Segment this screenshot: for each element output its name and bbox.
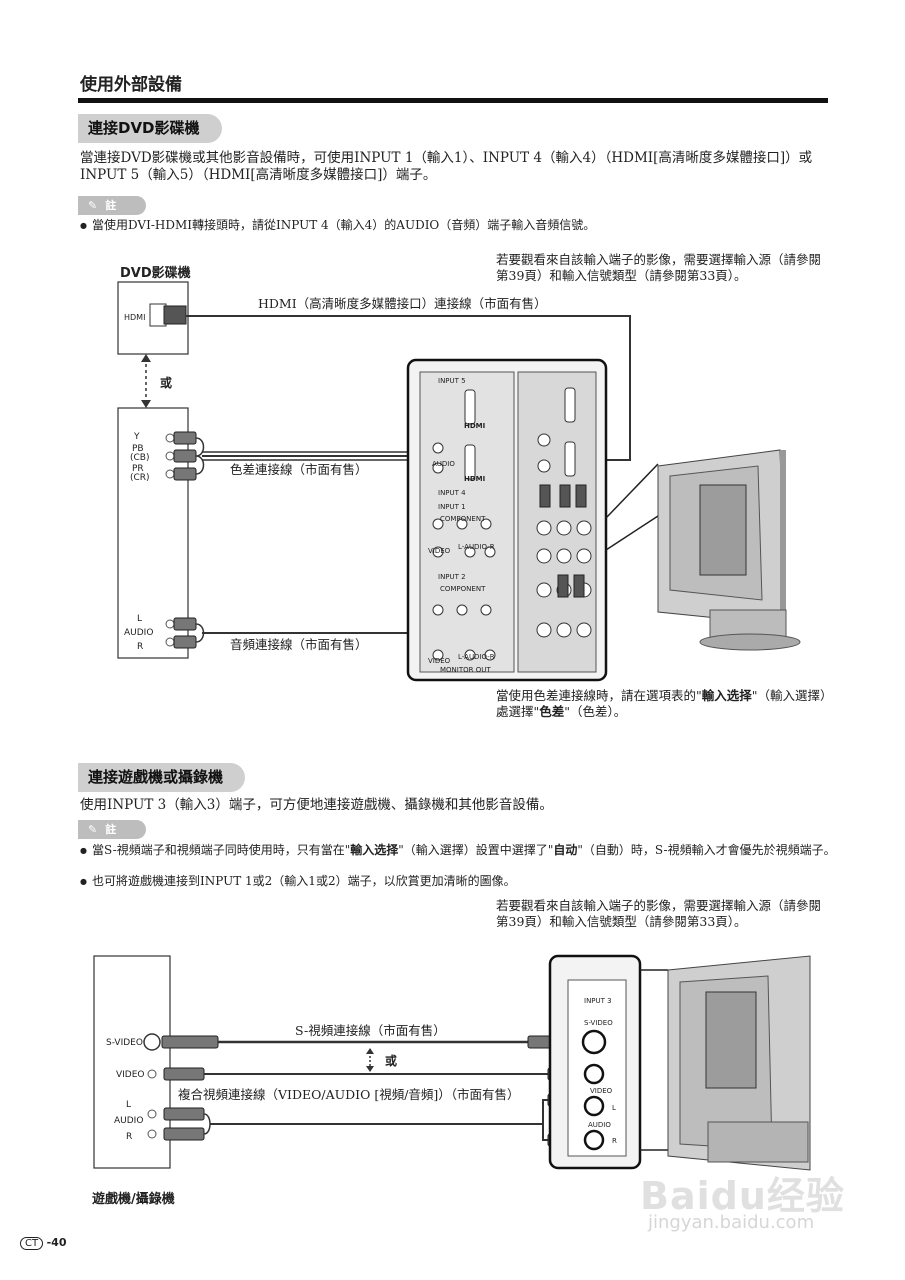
game-connection-diagram — [93, 954, 811, 1171]
section1-note-badge: ✎註 — [78, 196, 146, 215]
game-device-label: 遊戲機/攝錄機 — [92, 1192, 175, 1207]
dvd-device-label: DVD影碟機 — [120, 266, 191, 281]
page-header: 使用外部設備 — [80, 75, 182, 95]
header-rule — [78, 98, 828, 103]
paperclip-icon: ✎ — [88, 823, 98, 836]
section2-note-2: 也可將遊戲機連接到INPUT 1或2（輸入1或2）端子，以欣賞更加清晰的圖像。 — [80, 874, 837, 889]
panel-input2: INPUT 2 — [438, 573, 466, 581]
comp-label-pr: PR — [132, 464, 144, 474]
panel-l: L — [612, 1104, 616, 1112]
panel-component-1: COMPONENT — [440, 515, 486, 523]
dvd-or-label: 或 — [160, 376, 173, 390]
dvd-audio-r: R — [137, 642, 144, 652]
panel-audio: AUDIO — [432, 460, 455, 468]
section1-title: 連接DVD影碟機 — [78, 114, 222, 143]
tv-back-illustration — [657, 449, 801, 651]
panel-laudior-1: L-AUDIO-R — [458, 543, 495, 551]
tv-back-illustration-2 — [667, 955, 811, 1171]
game-svideo-port: S-VIDEO — [106, 1038, 143, 1048]
hdmi-cable — [186, 315, 631, 461]
audio-cable-2 — [210, 1099, 550, 1125]
svideo-cable-label: S-視頻連接線（市面有售） — [295, 1023, 446, 1038]
panel-laudior-2: L-AUDIO-R — [458, 653, 495, 661]
section2-note-1: 當S-視頻端子和視頻端子同時使用時，只有當在"輸入选择"（輸入選擇）設置中選擇了… — [80, 843, 837, 858]
panel-video-2: VIDEO — [428, 657, 451, 665]
paperclip-icon: ✎ — [88, 199, 98, 212]
panel-input1: INPUT 1 — [438, 503, 466, 511]
hdmi-plug-left — [163, 305, 187, 325]
watermark-url: jingyan.baidu.com — [648, 1212, 815, 1233]
section2-side-note: 若要觀看來自該輸入端子的影像，需要選擇輸入源（請參閱第39頁）和輸入信號類型（請… — [496, 898, 822, 929]
panel-input3: INPUT 3 — [584, 997, 612, 1005]
comp-label-cb: (CB) — [130, 453, 150, 463]
section2-note-badge: ✎註 — [78, 820, 146, 839]
game-audio: AUDIO — [114, 1116, 144, 1126]
panel-audio-2: AUDIO — [588, 1121, 611, 1129]
panel-r: R — [612, 1137, 617, 1145]
panel-video: VIDEO — [590, 1087, 613, 1095]
game-or-label: 或 — [385, 1054, 398, 1068]
dvd-hdmi-label: HDMI — [124, 313, 146, 322]
game-video-port: VIDEO — [116, 1070, 145, 1080]
game-device-box — [93, 955, 171, 1169]
game-audio-r: R — [126, 1132, 133, 1142]
comp-label-y: Y — [134, 432, 140, 442]
watermark-brand: Baidu经验 — [640, 1174, 845, 1218]
hdmi-cable-label: HDMI（高清晰度多媒體接口）連接線（市面有售） — [258, 296, 547, 311]
dvd-audio: AUDIO — [124, 628, 154, 638]
component-caption: 當使用色差連接線時，請在選項表的"輸入选择"（輸入選擇）處選擇"色差"（色差）。 — [496, 688, 827, 719]
ct-badge: CT — [20, 1237, 44, 1250]
comp-label-cr: (CR) — [130, 473, 150, 483]
section2-intro: 使用INPUT 3（輸入3）端子，可方便地連接遊戲機、攝錄機和其他影音設備。 — [80, 797, 553, 813]
panel-input4: INPUT 4 — [438, 489, 466, 497]
game-audio-l: L — [126, 1100, 132, 1110]
component-cable-label: 色差連接線（市面有售） — [230, 462, 368, 477]
panel-monitor-out: MONITOR OUT — [440, 666, 491, 674]
section1-side-note: 若要觀看來自該輸入端子的影像，需要選擇輸入源（請參閱第39頁）和輸入信號類型（請… — [496, 252, 822, 283]
page-number: -40 — [46, 1236, 67, 1249]
composite-cable-label: 複合視頻連接線（VIDEO/AUDIO [視頻/音頻]）（市面有售） — [178, 1087, 520, 1102]
panel-hdmi-logo-1: HDMI — [464, 422, 486, 430]
panel-svideo: S-VIDEO — [584, 1019, 613, 1027]
page-footer: CT -40 — [20, 1236, 66, 1250]
panel-video-1: VIDEO — [428, 547, 451, 555]
panel-input5: INPUT 5 — [438, 377, 466, 385]
panel-component-2: COMPONENT — [440, 585, 486, 593]
section1-intro: 當連接DVD影碟機或其他影音設備時，可使用INPUT 1（輸入1）、INPUT … — [80, 150, 813, 183]
comp-label-pb: PB — [132, 444, 144, 454]
section2-title: 連接遊戲機或攝錄機 — [78, 763, 246, 792]
dvd-connection-diagram — [117, 281, 801, 682]
audio-cable-label: 音頻連接線（市面有售） — [230, 637, 368, 652]
panel-hdmi-logo-2: HDMI — [464, 475, 486, 483]
section1-note-1: 當使用DVI-HDMI轉接頭時，請從INPUT 4（輸入4）的AUDIO（音頻）… — [80, 218, 832, 233]
dvd-audio-l: L — [137, 614, 143, 624]
